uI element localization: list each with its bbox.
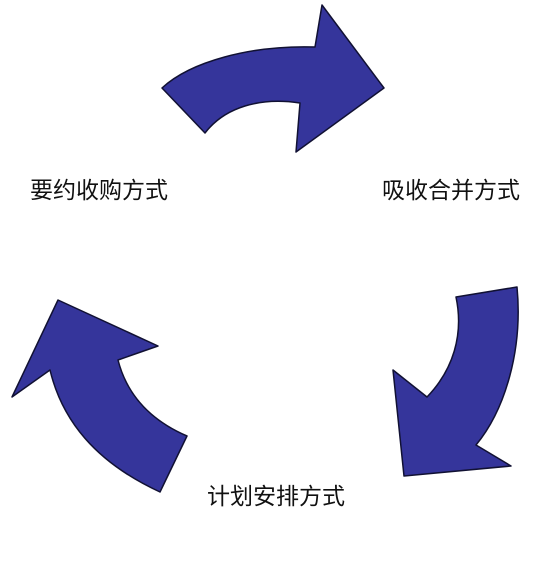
cycle-arrow-left [11,299,188,493]
cycle-arrow-top [161,4,385,153]
cycle-arrow-right [392,286,519,477]
label-scheduled: 计划安排方式 [207,484,345,510]
label-merger: 吸收合并方式 [382,178,520,204]
label-tender-offer: 要约收购方式 [30,178,168,204]
